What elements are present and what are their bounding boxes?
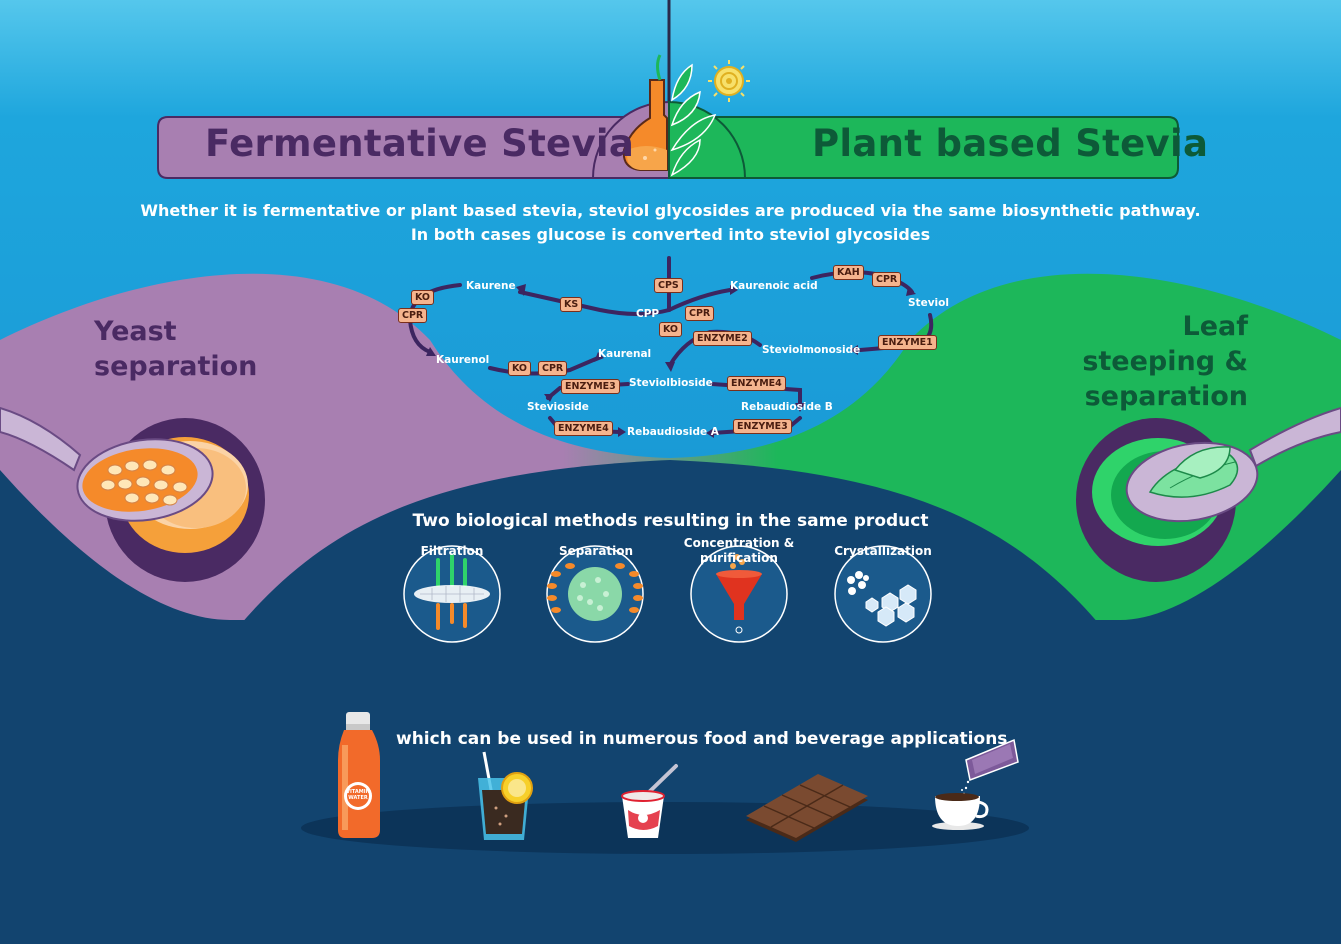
filtration-icon xyxy=(403,545,501,643)
enzyme-ko: KO xyxy=(659,322,683,337)
compound-kaurene: Kaurene xyxy=(466,280,516,292)
enzyme-ks: KS xyxy=(560,297,583,312)
wave-band xyxy=(0,273,1341,620)
compound-steviolmonoside: Steviolmonoside xyxy=(762,344,861,356)
sun-icon xyxy=(708,60,750,102)
compound-kaurenal: Kaurenal xyxy=(598,348,652,360)
compound-rebaudioside-b: Rebaudioside B xyxy=(741,401,833,413)
fermentative-title: Fermentative Stevia xyxy=(205,122,635,165)
method-separation-label: Separation xyxy=(558,544,634,558)
compound-kaurenoic-acid: Kaurenoic acid xyxy=(730,280,818,292)
soft-drink-icon xyxy=(478,751,533,840)
plant-title: Plant based Stevia xyxy=(812,122,1209,165)
product-shelf xyxy=(301,802,1029,854)
method-crystallization-label: Crystallization xyxy=(834,544,932,558)
method-purification-label: Concentration & purification xyxy=(683,536,795,565)
plant-leaves-icon xyxy=(670,63,717,177)
intro-line-2: In both cases glucose is converted into … xyxy=(410,225,931,244)
crystal-icon xyxy=(834,545,932,643)
enzyme-4: ENZYME4 xyxy=(554,421,613,436)
enzyme-4: ENZYME4 xyxy=(727,376,786,391)
compound-steviolbioside: Steviolbioside xyxy=(629,377,713,389)
enzyme-kah: KAH xyxy=(833,265,864,280)
spoon-icon xyxy=(0,406,214,522)
enzyme-3: ENZYME3 xyxy=(733,419,792,434)
compound-kaurenol: Kaurenol xyxy=(436,354,490,366)
compound-stevioside: Stevioside xyxy=(527,401,589,413)
enzyme-cpr: CPR xyxy=(685,306,715,321)
flask-icon xyxy=(622,54,668,171)
methods-title: Two biological methods resulting in the … xyxy=(412,511,929,531)
leaf-steeping-label: Leaf steeping & separation xyxy=(1082,311,1248,412)
enzyme-ko: KO xyxy=(411,290,435,305)
yogurt-icon xyxy=(621,764,678,838)
enzyme-1: ENZYME1 xyxy=(878,335,937,350)
enzyme-cpr: CPR xyxy=(538,361,568,376)
compound-rebaudioside-a: Rebaudioside A xyxy=(627,426,719,438)
method-filtration-label: Filtration xyxy=(420,544,484,558)
bottle-icon xyxy=(338,712,380,838)
coffee-icon xyxy=(932,738,1019,830)
yeast-separation-label: Yeast separation xyxy=(94,316,258,382)
fermentative-banner xyxy=(157,116,670,179)
separation-icon xyxy=(546,545,644,643)
enzyme-cpr: CPR xyxy=(398,308,428,323)
intro-line-1: Whether it is fermentative or plant base… xyxy=(140,201,1201,220)
enzyme-2: ENZYME2 xyxy=(693,331,752,346)
funnel-icon xyxy=(690,545,788,643)
enzyme-cps: CPS xyxy=(654,278,683,293)
enzyme-3: ENZYME3 xyxy=(561,379,620,394)
enzyme-ko: KO xyxy=(508,361,532,376)
leaf-spoon-icon xyxy=(1125,406,1341,523)
chocolate-icon xyxy=(746,774,868,842)
compound-steviol: Steviol xyxy=(908,297,949,309)
plant-banner xyxy=(668,116,1179,179)
compound-cpp: CPP xyxy=(636,308,660,320)
bottle-label: VITAMIN WATER xyxy=(346,789,370,801)
applications-title: which can be used in numerous food and b… xyxy=(396,729,1008,749)
enzyme-cpr: CPR xyxy=(872,272,902,287)
